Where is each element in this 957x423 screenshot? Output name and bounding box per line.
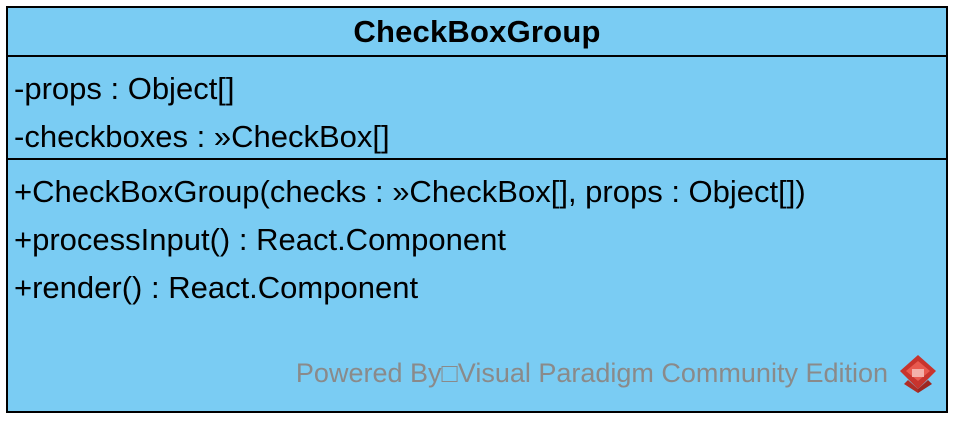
operation-constructor: +CheckBoxGroup(checks : »CheckBox[], pro… bbox=[14, 174, 806, 209]
attribute-checkboxes: -checkboxes : »CheckBox[] bbox=[14, 119, 390, 154]
uml-class-box[interactable]: CheckBoxGroup -props : Object[] -checkbo… bbox=[6, 6, 948, 413]
visual-paradigm-logo-icon bbox=[900, 355, 936, 393]
class-name: CheckBoxGroup bbox=[353, 13, 601, 49]
watermark-text: Powered By□Visual Paradigm Community Edi… bbox=[295, 357, 888, 388]
operation-process-input: +processInput() : React.Component bbox=[14, 222, 506, 257]
attributes-compartment: -props : Object[] -checkboxes : »CheckBo… bbox=[8, 57, 946, 160]
watermark: Powered By□Visual Paradigm Community Edi… bbox=[296, 353, 938, 393]
attribute-props: -props : Object[] bbox=[14, 71, 235, 106]
operation-render: +render() : React.Component bbox=[14, 270, 419, 305]
operations-compartment: +CheckBoxGroup(checks : »CheckBox[], pro… bbox=[8, 160, 946, 411]
class-name-compartment: CheckBoxGroup bbox=[8, 8, 946, 57]
